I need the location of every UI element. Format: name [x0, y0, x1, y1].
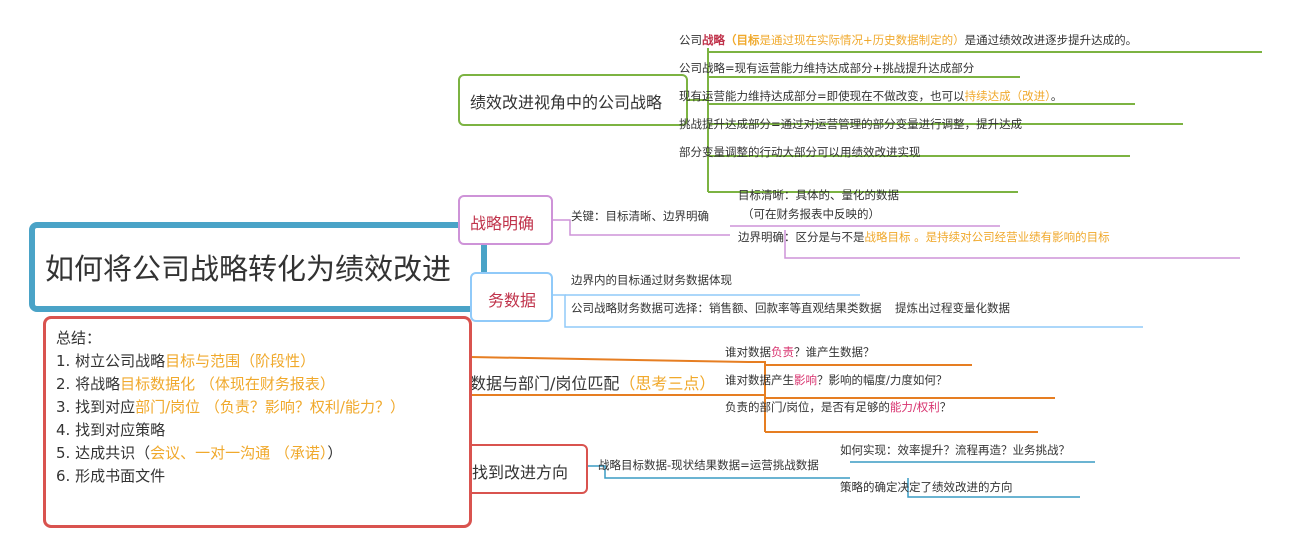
b3-item-finance-choice: 公司战略财务数据可选择：销售额、回款率等直观结果类数据: [571, 301, 882, 315]
b1-item-variable-adjust: 部分变量调整的行动大部分可以用绩效改进实现: [679, 145, 921, 159]
summary-line-2-b: 目标数据化 （体现在财务报表）: [120, 375, 335, 393]
b5-item-direction: 策略的确定决定了绩效改进的方向: [840, 480, 1013, 494]
summary-title: 总结：: [56, 329, 102, 347]
b1-item-3-c: 。: [1050, 89, 1063, 103]
branch-clear-strategy[interactable]: 战略明确: [458, 195, 553, 245]
b2-item-goal-clear-note: （可在财务报表中反映的）: [742, 207, 880, 221]
b2-item-boundary-a: 边界明确：区分是与不是: [738, 230, 865, 244]
b2-item-key: 关键：目标清晰、边界明确: [571, 209, 709, 223]
summary-line-3: 3. 找到对应部门/岗位 （负责？影响？权利/能力？）: [56, 396, 469, 419]
branch-data-role-match-hint: （思考三点）: [619, 374, 716, 393]
summary-line-3-a: 3. 找到对应: [56, 398, 136, 416]
branch-data-role-match[interactable]: 数据与部门/岗位匹配（思考三点）: [470, 370, 715, 394]
b2-item-boundary: 边界明确：区分是与不是战略目标 。是持续对公司经营业绩有影响的目标: [738, 230, 1110, 244]
b1-item-3-a: 现有运营能力维持达成部分=即使现在不做改变，也可以: [679, 89, 965, 103]
branch-strategy-perspective-label: 绩效改进视角中的公司战略: [470, 93, 663, 112]
b4-item-capability: 负责的部门/岗位，是否有足够的能力/权利？: [725, 400, 951, 414]
b1-item-challenge-part: 挑战提升达成部分=通过对运营管理的部分变量进行调整，提升达成: [679, 117, 1023, 131]
summary-line-2-a: 2. 将战略: [56, 375, 121, 393]
b4-item-1-c: ？谁产生数据？: [794, 345, 875, 359]
summary-line-2: 2. 将战略目标数据化 （体现在财务报表）: [56, 373, 469, 396]
b1-item-1-b: 战略: [702, 33, 725, 47]
b4-item-3-b: 能力/权利: [889, 400, 940, 414]
branch-improvement-direction-label: 找到改进方向: [472, 463, 569, 482]
b1-item-1-e: 是通过绩效改进逐步提升达成的。: [964, 33, 1138, 47]
b4-item-responsible: 谁对数据负责？谁产生数据？: [725, 345, 875, 359]
b4-item-2-a: 谁对数据产生: [725, 373, 794, 387]
b1-item-1-c: （目标: [725, 33, 760, 47]
summary-line-6: 6. 形成书面文件: [56, 467, 166, 485]
branch-improvement-direction[interactable]: 找到改进方向: [460, 444, 588, 494]
b4-item-influence: 谁对数据产生影响？影响的幅度/力度如何？: [725, 373, 947, 387]
b1-item-strategy-goal: 公司战略（目标是通过现在实际情况+历史数据制定的）是通过绩效改进逐步提升达成的。: [679, 33, 1137, 47]
summary-line-5-c: ）: [327, 444, 343, 462]
branch-financial-data[interactable]: 务数据: [470, 272, 553, 322]
central-topic[interactable]: 如何将公司战略转化为绩效改进: [29, 222, 487, 312]
branch-clear-strategy-label: 战略明确: [470, 214, 535, 233]
b3-item-boundary-finance: 边界内的目标通过财务数据体现: [571, 273, 732, 287]
b2-item-boundary-b: 战略目标 。是持续对公司经营业绩有影响的目标: [864, 230, 1110, 244]
summary-line-1: 1. 树立公司战略目标与范围（阶段性）: [56, 350, 469, 373]
b4-item-1-a: 谁对数据: [725, 345, 771, 359]
b1-item-maintain-part: 现有运营能力维持达成部分=即使现在不做改变，也可以持续达成（改进）。: [679, 89, 1062, 103]
b5-item-how: 如何实现：效率提升？流程再造？业务挑战？: [840, 443, 1070, 457]
branch-financial-data-label: 务数据: [488, 291, 537, 310]
summary-line-1-b: 目标与范围（阶段性）: [165, 352, 316, 370]
central-topic-label: 如何将公司战略转化为绩效改进: [45, 252, 452, 286]
summary-line-5-b: 会议、一对一沟通 （承诺）: [150, 444, 328, 462]
b1-item-strategy-equation: 公司战略=现有运营能力维持达成部分+挑战提升达成部分: [679, 61, 975, 75]
b3-item-finance-choice-tail: 提炼出过程变量化数据: [895, 301, 1010, 315]
summary-line-1-a: 1. 树立公司战略: [56, 352, 166, 370]
b1-item-3-b: 持续达成（改进）: [964, 89, 1051, 103]
b2-item-goal-clear: 目标清晰：具体的、量化的数据: [738, 188, 899, 202]
summary-line-5-a: 5. 达成共识（: [56, 444, 151, 462]
summary-line-5: 5. 达成共识（会议、一对一沟通 （承诺））: [56, 442, 469, 465]
b4-item-3-c: ？: [939, 400, 952, 414]
summary-line-3-b: 部门/岗位 （负责？影响？权利/能力？）: [135, 398, 405, 416]
branch-data-role-match-label: 数据与部门/岗位匹配: [470, 374, 620, 393]
branch-strategy-perspective[interactable]: 绩效改进视角中的公司战略: [458, 74, 688, 126]
b1-item-1-d: 是通过现在实际情况+历史数据制定的）: [759, 33, 965, 47]
b4-item-3-a: 负责的部门/岗位，是否有足够的: [725, 400, 890, 414]
b5-item-formula: 战略目标数据-现状结果数据=运营挑战数据: [598, 458, 819, 472]
b4-item-1-b: 负责: [771, 345, 794, 359]
summary-line-4: 4. 找到对应策略: [56, 421, 166, 439]
summary-box[interactable]: 总结： 1. 树立公司战略目标与范围（阶段性） 2. 将战略目标数据化 （体现在…: [43, 316, 472, 528]
b4-item-2-b: 影响: [794, 373, 817, 387]
b1-item-1-a: 公司: [679, 33, 702, 47]
b4-item-2-c: ？影响的幅度/力度如何？: [817, 373, 948, 387]
